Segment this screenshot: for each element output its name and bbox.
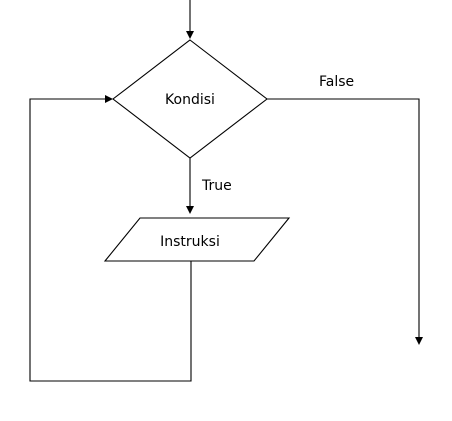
decision-label: Kondisi [165,92,215,108]
entry-arrowhead [186,31,194,39]
instruction-label: Instruksi [160,234,220,250]
true-branch-arrowhead [186,206,194,214]
false-branch-arrowhead [415,337,423,345]
loop-back-arrowhead [105,95,113,103]
instruction-parallelogram [103,217,291,262]
loop-back-connector [29,98,192,382]
true-edge-label: True [201,178,232,194]
false-edge-label: False [319,74,354,90]
false-branch-connector [267,98,420,337]
